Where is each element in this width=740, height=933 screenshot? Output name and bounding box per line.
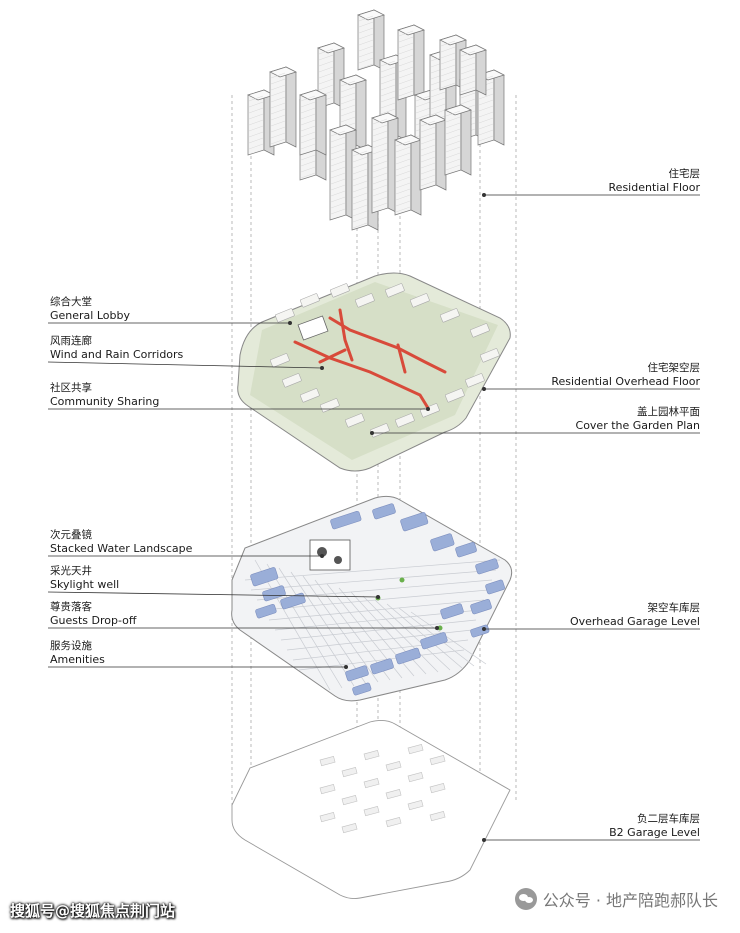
stacked-water-zh: 次元叠镜 <box>50 529 92 541</box>
callout-wind-rain-corridors: 风雨连廊 Wind and Rain Corridors <box>50 335 183 361</box>
community-sharing-en: Community Sharing <box>50 395 160 408</box>
callout-skylight-well: 采光天井 Skylight well <box>50 565 119 591</box>
dropoff-zh: 尊贵落客 <box>50 601 92 613</box>
wind-rain-en: Wind and Rain Corridors <box>50 348 184 361</box>
residential-overhead-zh: 住宅架空层 <box>647 362 701 374</box>
amenities-zh: 服务设施 <box>50 640 92 652</box>
callout-stacked-water: 次元叠镜 Stacked Water Landscape <box>50 529 192 555</box>
residential-floor-zh: 住宅层 <box>668 168 701 180</box>
layer-b2-garage: 负二层车库层 B2 Garage Level <box>609 813 700 839</box>
cover-garden-zh: 盖上园林平面 <box>637 406 700 418</box>
b2-slab <box>231 719 511 900</box>
overhead-garage-en: Overhead Garage Level <box>569 615 700 628</box>
layer-overhead-garage: 架空车库层 Overhead Garage Level <box>570 602 700 628</box>
skylight-en: Skylight well <box>50 578 120 591</box>
residential-overhead-en: Residential Overhead Floor <box>551 375 700 388</box>
garden-slab <box>237 272 511 472</box>
stacked-water-en: Stacked Water Landscape <box>50 542 193 555</box>
callout-guests-dropoff: 尊贵落客 Guests Drop-off <box>50 601 136 627</box>
layer-residential-overhead: 住宅架空层 Residential Overhead Floor <box>551 362 700 388</box>
general-lobby-en: General Lobby <box>50 309 130 322</box>
community-sharing-zh: 社区共享 <box>50 382 92 394</box>
watermark-right: 公众号 · 地产陪跑郝队长 <box>514 887 718 911</box>
callout-amenities: 服务设施 Amenities <box>50 640 105 666</box>
watermark-left: 搜狐号@搜狐焦点荆门站 <box>10 902 176 920</box>
callout-general-lobby: 综合大堂 General Lobby <box>50 296 130 322</box>
general-lobby-zh: 综合大堂 <box>50 296 92 308</box>
wind-rain-zh: 风雨连廊 <box>50 335 92 347</box>
leader-lines <box>47 192 700 843</box>
cover-garden-en: Cover the Garden Plan <box>575 419 700 432</box>
wechat-icon <box>514 888 537 910</box>
garage-slab <box>231 495 513 702</box>
layer-residential-floor: 住宅层 Residential Floor <box>609 168 700 194</box>
layer-cover-garden: 盖上园林平面 Cover the Garden Plan <box>576 406 700 432</box>
amenities-en: Amenities <box>50 653 105 666</box>
skylight-zh: 采光天井 <box>50 565 92 577</box>
residential-towers <box>247 9 505 231</box>
dropoff-en: Guests Drop-off <box>50 614 137 627</box>
residential-floor-en: Residential Floor <box>608 181 700 194</box>
overhead-garage-zh: 架空车库层 <box>647 602 701 614</box>
watermark-right-text: 公众号 · 地产陪跑郝队长 <box>542 891 718 910</box>
callout-community-sharing: 社区共享 Community Sharing <box>50 382 159 408</box>
b2-garage-en: B2 Garage Level <box>609 826 700 839</box>
b2-garage-zh: 负二层车库层 <box>637 813 700 825</box>
